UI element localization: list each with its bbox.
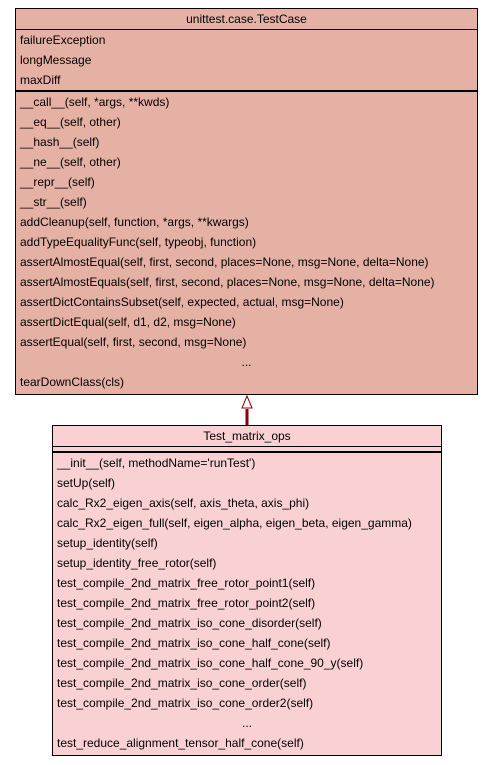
method-row: __hash__(self): [20, 135, 100, 149]
method-row: addTypeEqualityFunc(self, typeobj, funct…: [20, 235, 257, 249]
method-row: assertAlmostEquals(self, first, second, …: [20, 275, 435, 289]
attribute-row: maxDiff: [20, 73, 61, 87]
method-row: test_compile_2nd_matrix_free_rotor_point…: [57, 576, 316, 590]
method-row: assertDictContainsSubset(self, expected,…: [20, 295, 344, 309]
method-row: assertDictEqual(self, d1, d2, msg=None): [20, 315, 236, 329]
base-class-attributes: failureException longMessage maxDiff: [16, 30, 477, 92]
ellipsis-row: ...: [241, 716, 252, 730]
method-row: setup_identity_free_rotor(self): [57, 556, 217, 570]
ellipsis-row: ...: [241, 355, 252, 369]
method-row: test_compile_2nd_matrix_free_rotor_point…: [57, 596, 316, 610]
method-row: test_compile_2nd_matrix_iso_cone_half_co…: [57, 636, 331, 650]
method-row: test_compile_2nd_matrix_iso_cone_order2(…: [57, 696, 314, 710]
method-row: __ne__(self, other): [20, 155, 121, 169]
method-row: addCleanup(self, function, *args, **kwar…: [20, 215, 249, 229]
method-row: assertEqual(self, first, second, msg=Non…: [20, 335, 247, 349]
method-row: setUp(self): [57, 476, 116, 490]
attribute-row: failureException: [20, 33, 106, 47]
base-class-methods: __call__(self, *args, **kwds) __eq__(self…: [16, 92, 477, 392]
method-row: __eq__(self, other): [20, 115, 121, 129]
derived-class-attributes: [53, 447, 441, 453]
method-row: calc_Rx2_eigen_full(self, eigen_alpha, e…: [57, 516, 412, 530]
derived-class-methods: __init__(self, methodName='runTest') setU…: [53, 453, 441, 753]
method-row: test_compile_2nd_matrix_iso_cone_order(s…: [57, 676, 307, 690]
method-row: test_reduce_alignment_tensor_half_cone(s…: [57, 736, 304, 750]
method-row: __init__(self, methodName='runTest'): [57, 456, 256, 470]
base-class-box: unittest.case.TestCase failureException l…: [15, 8, 478, 395]
method-row: __str__(self): [20, 195, 87, 209]
attribute-row: longMessage: [20, 53, 92, 67]
derived-class-box: Test_matrix_ops __init__(self, methodNam…: [52, 425, 442, 756]
base-class-title: unittest.case.TestCase: [16, 9, 477, 30]
method-row: __call__(self, *args, **kwds): [20, 95, 170, 109]
method-row: test_compile_2nd_matrix_iso_cone_disorde…: [57, 616, 322, 630]
method-row: __repr__(self): [20, 175, 95, 189]
method-row: setup_identity(self): [57, 536, 158, 550]
method-row: calc_Rx2_eigen_axis(self, axis_theta, ax…: [57, 496, 310, 510]
derived-class-title: Test_matrix_ops: [53, 426, 441, 447]
method-row: tearDownClass(cls): [20, 375, 125, 389]
method-row: assertAlmostEqual(self, first, second, p…: [20, 255, 429, 269]
method-row: test_compile_2nd_matrix_iso_cone_half_co…: [57, 656, 364, 670]
inheritance-arrowhead: [241, 394, 253, 409]
